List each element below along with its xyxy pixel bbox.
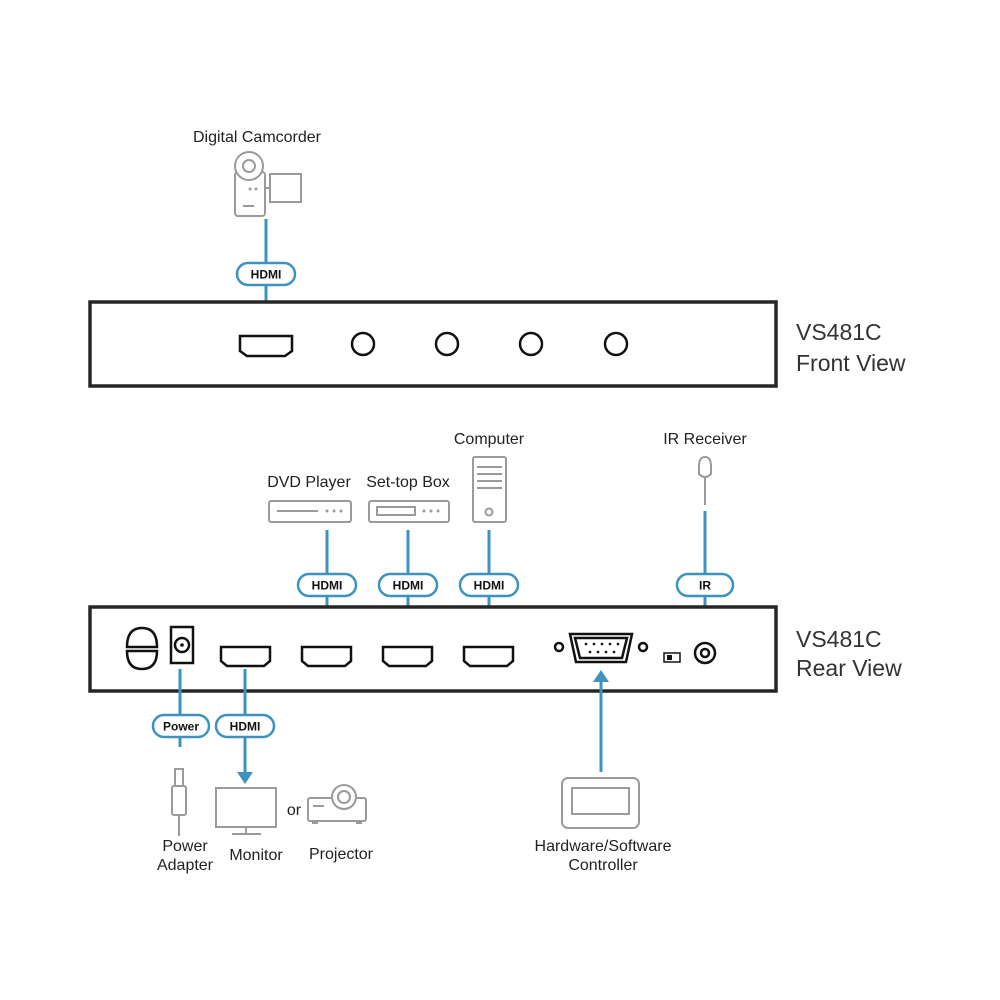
hdmi-input-port-3 [462,645,515,668]
front-hdmi-port [238,334,294,358]
power-adapter-icon [171,768,187,836]
monitor-label: Monitor [229,847,283,864]
computer-label: Computer [454,431,525,448]
front-panel [88,300,778,388]
display-cable-arrow [237,772,253,784]
power-adapter-label-line2: Adapter [157,857,214,874]
front-buttons [350,331,629,357]
laptop-controller-icon [561,777,640,829]
computer-tower-icon [472,456,507,523]
controller-label-line1: Hardware/Software [535,838,672,855]
dip-switch [663,652,681,663]
cable-badge-hdmi [235,261,297,287]
dvd-player-label: DVD Player [267,474,351,491]
front-view-label: Front View [796,350,906,376]
cable-badge-text: HDMI [474,579,505,593]
camcorder-label: Digital Camcorder [193,129,322,146]
power-jack [169,625,195,665]
rear-model-label: VS481C [796,626,882,652]
cable-badge-power [151,713,211,739]
cable-badge-hdmi [214,713,276,739]
controller-cable-arrow [593,670,609,682]
dvd-player-icon [268,500,352,523]
input-button-1[interactable] [350,331,376,357]
ir-receiver-icon [698,455,712,505]
front-model-label: VS481C [796,319,882,345]
hdmi-output-port [219,645,272,668]
projector-label: Projector [309,846,374,863]
rs232-port [553,632,649,664]
rear-view-label: Rear View [796,655,902,681]
set-top-box-icon [368,500,450,523]
cable-badge-text: HDMI [393,579,424,593]
cable-badge-hdmi [377,572,439,598]
input-button-3[interactable] [518,331,544,357]
ir-jack [693,641,717,665]
ir-receiver-label: IR Receiver [663,431,747,448]
set-top-box-label: Set-top Box [366,474,450,491]
cable-badge-ir [675,572,735,598]
projector-icon [307,784,367,824]
cable-badge-text: HDMI [230,720,261,734]
cable-badge-text: HDMI [251,268,282,282]
cable-badge-text: HDMI [312,579,343,593]
grounding-terminal-icon [125,626,159,671]
cable-badge-text: Power [163,720,199,734]
monitor-icon [215,787,277,835]
cable-badge-text: IR [699,579,711,593]
cable-badge-hdmi [296,572,358,598]
controller-label-line2: Controller [568,857,638,874]
power-adapter-label-line1: Power [162,838,208,855]
hdmi-input-port-1 [300,645,353,668]
input-button-4[interactable] [603,331,629,357]
input-button-2[interactable] [434,331,460,357]
cable-badge-hdmi [458,572,520,598]
camcorder-icon [234,151,302,217]
or-label: or [287,802,302,819]
hdmi-input-port-2 [381,645,434,668]
